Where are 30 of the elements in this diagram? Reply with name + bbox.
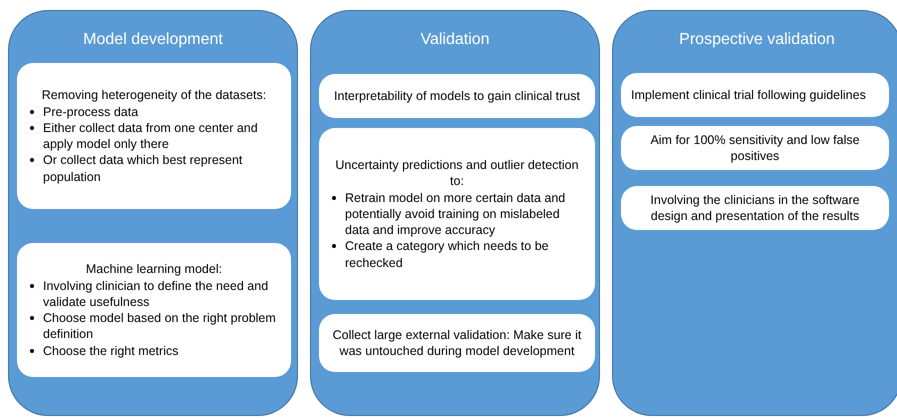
card-heading: Machine learning model: <box>84 261 224 278</box>
card-text: Implement clinical trial following guidelines <box>631 86 867 104</box>
bullet-item: Either collect data from one center and apply model only there <box>43 120 259 152</box>
text-card <box>17 63 291 209</box>
bullet-item: Choose model based on the right problem definition <box>43 310 277 342</box>
text-card <box>621 73 889 117</box>
text-card <box>319 314 595 372</box>
text-card <box>621 126 889 170</box>
card-text: Aim for 100% sensitivity and low false positives <box>649 132 861 164</box>
panel-title: Model development <box>82 31 224 49</box>
text-card <box>17 243 291 377</box>
bullet-item: Or collect data which best represent population <box>43 152 244 185</box>
text-card <box>319 128 595 300</box>
panel-title: Prospective validation <box>678 31 836 49</box>
bullet-item: Pre-process data <box>43 104 138 120</box>
text-card <box>621 186 889 230</box>
column-panel <box>310 10 600 416</box>
card-heading: Uncertainty predictions and outlier detection to: <box>334 157 580 190</box>
column-panel <box>8 10 298 416</box>
text-card <box>319 74 595 118</box>
bullet-item: Involving clinician to define the need and validate usefulness <box>43 278 270 310</box>
card-text: Involving the clinicians in the software design and presentation of the results <box>649 192 861 224</box>
card-text: Collect large external validation: Make sure it was untouched during model development <box>332 326 582 360</box>
bullet-item: Retrain model on more certain data and potentially avoid training on mislabeled data and improve accuracy <box>345 190 566 238</box>
card-text: Interpretability of models to gain clinical trust <box>333 88 581 104</box>
card-heading: Removing heterogeneity of the datasets: <box>40 87 268 104</box>
bullet-item: Create a category which needs to be rechecked <box>345 238 550 271</box>
column-panel <box>612 10 897 416</box>
bullet-item: Choose the right metrics <box>43 342 178 359</box>
panel-title: Validation <box>419 31 491 49</box>
